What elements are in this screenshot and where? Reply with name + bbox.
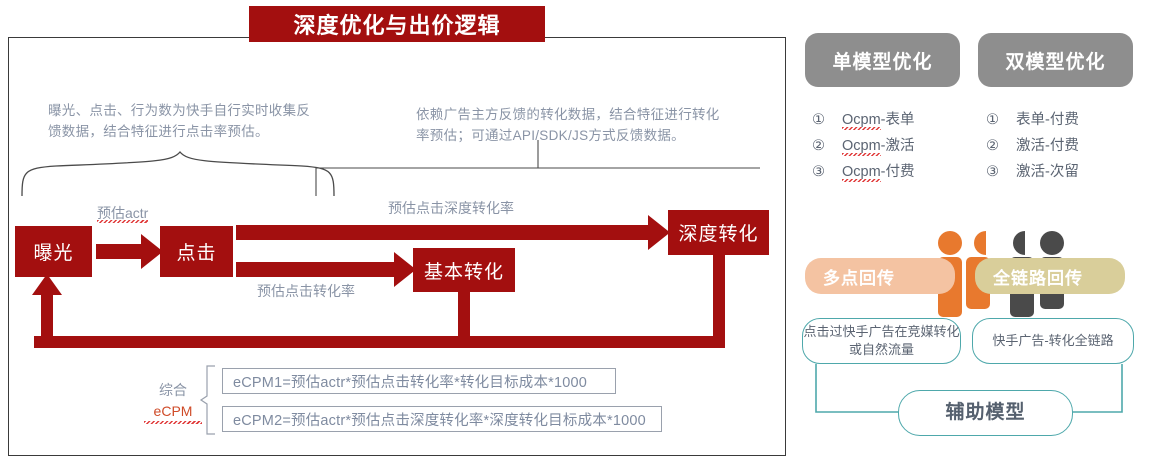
annotation-left: 曝光、点击、行为数为快手自行实时收集反馈数据，结合特征进行点击率预估。 bbox=[48, 103, 311, 139]
list-label: 激活-次留 bbox=[1016, 164, 1079, 180]
ecpm-formula-1: eCPM1=预估actr*预估点击转化率*转化目标成本*1000 bbox=[222, 368, 616, 394]
ecpm-label-line2: eCPM bbox=[144, 401, 202, 426]
flow-box-exposure[interactable]: 曝光 bbox=[15, 226, 92, 277]
bubble-full-link-desc: 快手广告-转化全链路 bbox=[972, 318, 1134, 364]
bubble-multi-point-desc: 点击过快手广告在竞媒转化或自然流量 bbox=[802, 318, 961, 364]
list-item[interactable]: ① Ocpm-表单 bbox=[812, 107, 972, 133]
flow-box-deep-conversion[interactable]: 深度转化 bbox=[668, 210, 769, 255]
list-item[interactable]: ② Ocpm-激活 bbox=[812, 133, 972, 159]
list-index: ③ bbox=[812, 164, 825, 180]
list-label: Ocpm-激活 bbox=[842, 133, 915, 159]
flow-box-basic-conversion[interactable]: 基本转化 bbox=[413, 248, 515, 292]
list-label: Ocpm-表单 bbox=[842, 107, 915, 133]
list-item[interactable]: ③ Ocpm-付费 bbox=[812, 159, 972, 185]
list-item[interactable]: ① 表单-付费 bbox=[986, 107, 1146, 133]
arrow-label-click-cvr: 预估点击转化率 bbox=[257, 283, 355, 299]
bubble-aux-model: 辅助模型 bbox=[898, 390, 1073, 436]
list-label-prefix: Ocpm bbox=[842, 164, 881, 182]
list-index: ② bbox=[812, 138, 825, 154]
list-index: ① bbox=[812, 112, 825, 128]
list-label-prefix: Ocpm bbox=[842, 138, 881, 156]
arrow-label-actr-text: 预估actr bbox=[97, 205, 149, 225]
list-label: Ocpm-付费 bbox=[842, 159, 915, 185]
header-double-model[interactable]: 双模型优化 bbox=[978, 33, 1133, 87]
arrow-label-click-deep-cvr: 预估点击深度转化率 bbox=[388, 200, 514, 216]
list-label: 激活-付费 bbox=[1016, 138, 1079, 154]
list-index: ① bbox=[986, 112, 999, 128]
list-label-suffix: -表单 bbox=[880, 112, 915, 128]
arrow-label-actr: 预估actr bbox=[97, 203, 149, 225]
list-single-model: ① Ocpm-表单 ② Ocpm-激活 ③ Ocpm-付费 bbox=[812, 107, 972, 185]
list-label: 表单-付费 bbox=[1016, 112, 1079, 128]
list-item[interactable]: ③ 激活-次留 bbox=[986, 159, 1146, 185]
list-label-prefix: Ocpm bbox=[842, 112, 881, 130]
list-index: ② bbox=[986, 138, 999, 154]
ecpm-formula-2: eCPM2=预估actr*预估点击深度转化率*深度转化目标成本*1000 bbox=[222, 406, 662, 432]
list-label-suffix: -付费 bbox=[880, 164, 915, 180]
ecpm-label-line1: 综合 bbox=[159, 382, 187, 398]
list-item[interactable]: ② 激活-付费 bbox=[986, 133, 1146, 159]
badge-full-link[interactable]: 全链路回传 bbox=[975, 258, 1125, 294]
list-double-model: ① 表单-付费 ② 激活-付费 ③ 激活-次留 bbox=[986, 107, 1146, 185]
header-single-model[interactable]: 单模型优化 bbox=[805, 33, 960, 87]
annotation-right: 依赖广告主方反馈的转化数据，结合特征进行转化率预估；可通过API/SDK/JS方… bbox=[416, 107, 720, 143]
list-label-suffix: -激活 bbox=[880, 138, 915, 154]
list-index: ③ bbox=[986, 164, 999, 180]
page-title: 深度优化与出价逻辑 bbox=[249, 6, 545, 42]
badge-multi-point[interactable]: 多点回传 bbox=[805, 258, 955, 294]
ecpm-label: 综合 eCPM bbox=[144, 380, 202, 426]
flow-box-click[interactable]: 点击 bbox=[160, 226, 233, 277]
